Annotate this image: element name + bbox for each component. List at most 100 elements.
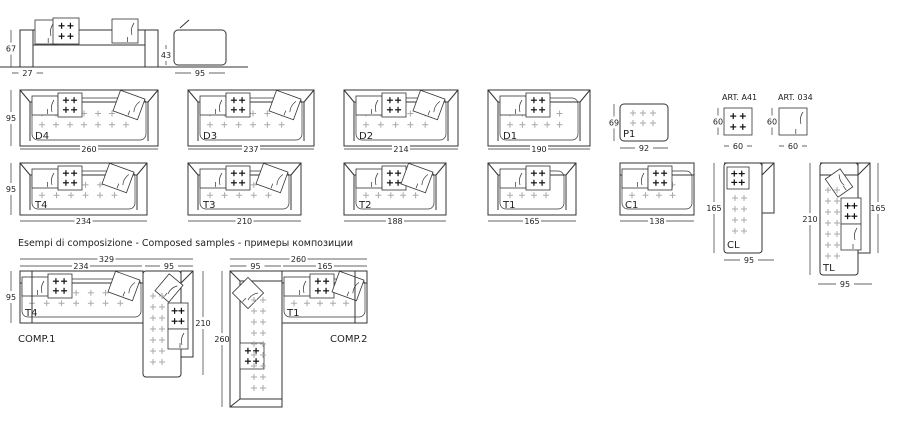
cushion [840,197,862,225]
dimension-gap [392,144,410,153]
module-code-label: D4 [35,131,49,142]
arm-corner [343,162,355,176]
cushion-outline [381,165,407,191]
cushion [31,95,59,116]
module-code-label: P1 [623,129,635,140]
cushion [621,168,649,189]
dimension-gap [316,261,334,270]
dimension-gap [235,216,254,225]
cushion-crease [283,101,297,116]
arm-corner [180,270,194,284]
cushion-outline [840,223,862,251]
arm [354,270,368,324]
cushion-outline [647,165,673,191]
cushion-crease [47,172,55,187]
dimension-gap [873,202,883,214]
corner-chaise-outline [229,270,283,408]
dimension-gap [160,261,178,270]
cushion [309,273,335,299]
dimension-label: 210 [802,215,817,224]
cushion [499,95,527,116]
cushion [225,165,251,191]
dimension-label: 60 [788,142,798,151]
dimension-label: 60 [713,118,723,127]
cushion-outline [726,166,750,190]
cushion [840,223,862,251]
pouf-outline [619,103,669,142]
cushion-outline [112,89,146,121]
module-code-label: CL [727,240,740,251]
cushion [283,276,311,297]
dimension-gap [386,216,404,225]
cushion-outline [225,92,251,118]
cushion [47,273,73,299]
arm-corner [565,162,577,176]
module-outline [487,162,577,216]
cushion-crease [346,282,360,297]
cushion [239,342,265,370]
arm-corner [229,398,241,408]
cushion-outline [824,168,854,198]
dimension-label: 210 [195,319,210,328]
cushion-outline [52,17,80,45]
cushion [331,270,365,302]
dimension-gap [767,115,777,128]
front-elevation-outline [19,29,159,68]
cushion [154,273,184,303]
dimension-label: 95 [840,280,850,289]
module-code-label: TL [822,263,835,274]
dimension-label: 69 [609,119,619,128]
cushion [107,270,141,302]
dimension-gap [523,216,541,225]
arm [19,270,33,324]
arm-corner [761,162,775,176]
cushion-outline [154,273,184,303]
arm-corner [19,162,31,176]
cushion [647,165,673,191]
dimension-label: 165 [524,217,539,226]
dimension-label: 329 [99,255,114,264]
cushion-outline [525,92,551,118]
dimension-gap [246,261,265,270]
dimension-label: 60 [733,142,743,151]
cushion [111,18,139,44]
composition-label: COMP.1 [18,334,56,345]
cushion-outline [283,276,311,297]
cushion-outline [412,89,446,121]
cushion-outline [355,168,383,189]
arm-corner [857,162,871,176]
cushion-outline [167,302,189,330]
dimension-gap [289,254,308,263]
dimension-label: 260 [81,145,96,154]
dimension-gap [80,144,98,153]
module-code-label: T3 [202,200,215,211]
cushion-crease [415,174,429,189]
cushion-outline [31,168,59,189]
dimension-gap [74,216,93,225]
cushion [723,107,753,136]
dimension-gap [729,141,747,150]
cushion-outline [499,168,527,189]
dimension-label: 60 [767,118,777,127]
dimension-gap [713,115,723,128]
cushion [499,168,527,189]
cushion-outline [400,162,434,194]
arm-corner [447,89,459,103]
module-code-label: C1 [625,200,638,211]
arm-corner [187,162,199,176]
dimension-label: 234 [76,217,91,226]
dimension-gap [242,144,260,153]
cushion-crease [122,282,136,297]
cushion [355,168,383,189]
dimension-label: 95 [6,293,16,302]
dimension-label: 95 [744,256,754,265]
dimension-label: 214 [393,145,408,154]
dimension-label: 165 [317,262,332,271]
seat-cushion [199,97,303,141]
module-code-label: T1 [502,200,515,211]
module-code-label: D3 [203,131,217,142]
module-code-label: T4 [34,200,47,211]
cushion [824,168,854,198]
